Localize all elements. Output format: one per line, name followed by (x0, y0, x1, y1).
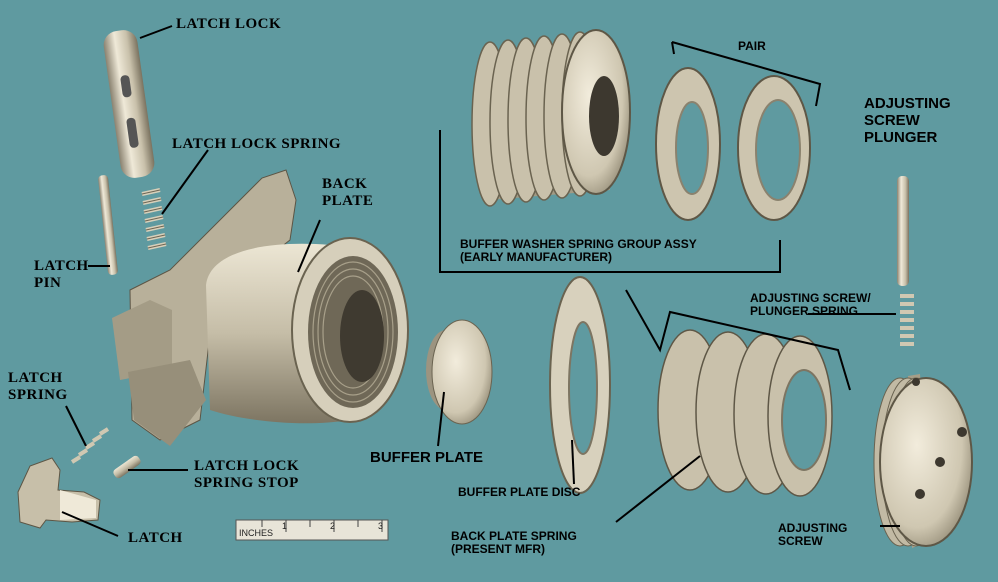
latch-spring-part (70, 427, 110, 464)
label-back-plate-line1: BACK (322, 176, 368, 192)
buffer-washer-spring-group-part (471, 29, 631, 207)
label-latch-lock-spring: LATCH LOCK SPRING (172, 136, 342, 152)
label-latch-pin-line1: LATCH (34, 258, 89, 274)
label-back-plate: BACK PLATE (322, 176, 373, 210)
label-adjusting-screw-plunger-spring: ADJUSTING SCREW/ PLUNGER SPRING (750, 291, 871, 319)
label-back-plate-spring-line1: BACK PLATE SPRING (451, 529, 577, 543)
leader-lines (61, 25, 900, 537)
label-latch-lock-spring-stop: LATCH LOCK SPRING STOP (194, 458, 299, 492)
plunger-spring-part (900, 294, 914, 346)
back-plate-spring-part (657, 329, 833, 497)
latch-lock-part (103, 30, 155, 178)
label-buffer-washer-spring-group: BUFFER WASHER SPRING GROUP ASSY (EARLY M… (460, 237, 697, 265)
latch-part (17, 457, 101, 529)
label-buffer-plate: BUFFER PLATE (370, 449, 484, 466)
buffer-plate-disc-part (549, 276, 611, 494)
label-adjusting-screw-line1: ADJUSTING (778, 521, 848, 535)
label-adjusting-screw-plunger-line2: SCREW (864, 111, 920, 129)
label-latch-lock: LATCH LOCK (176, 16, 282, 32)
label-latch-spring-line1: LATCH (8, 370, 63, 386)
latch-lock-spring-stop-part (113, 455, 141, 479)
ruler-unit-label: INCHES (239, 528, 274, 538)
adjusting-screw-part (873, 374, 973, 548)
label-adjusting-screw: ADJUSTING SCREW (778, 521, 848, 549)
ruler-tick-3: 3 (378, 521, 384, 531)
ruler-tick-1: 1 (282, 521, 288, 531)
label-latch-spring: LATCH SPRING (8, 370, 68, 404)
label-latch-pin: LATCH PIN (34, 258, 89, 292)
label-back-plate-line2: PLATE (322, 192, 374, 209)
latch-lock-spring-part (141, 188, 167, 250)
ruler-tick-2: 2 (330, 521, 336, 531)
label-adjusting-screw-plunger-spring-line2: PLUNGER SPRING (750, 304, 859, 319)
label-adjusting-screw-plunger-line3: PLUNGER (864, 128, 938, 146)
back-plate-part (112, 169, 409, 446)
label-adjusting-screw-plunger-spring-line1: ADJUSTING SCREW/ (750, 291, 871, 305)
pair-washers-part (655, 67, 811, 221)
label-latch-pin-line2: PIN (34, 274, 62, 291)
latch-pin-part (98, 175, 118, 275)
label-pair: PAIR (738, 39, 766, 53)
label-latch: LATCH (128, 530, 183, 546)
label-latch-lock-spring-stop-line1: LATCH LOCK (194, 458, 300, 474)
label-back-plate-spring: BACK PLATE SPRING (PRESENT MFR) (451, 529, 577, 557)
label-adjusting-screw-plunger-line1: ADJUSTING (864, 95, 951, 112)
label-buffer-washer-spring-group-line1: BUFFER WASHER SPRING GROUP ASSY (460, 237, 697, 251)
label-adjusting-screw-plunger: ADJUSTING SCREW PLUNGER (864, 95, 951, 146)
label-buffer-washer-spring-group-line2: (EARLY MANUFACTURER) (460, 250, 613, 265)
label-back-plate-spring-line2: (PRESENT MFR) (451, 542, 545, 557)
buffer-plate-part (426, 319, 493, 425)
label-latch-lock-spring-stop-line2: SPRING STOP (194, 474, 299, 491)
label-adjusting-screw-line2: SCREW (778, 534, 823, 549)
label-latch-spring-line2: SPRING (8, 386, 68, 403)
inches-ruler (235, 519, 389, 541)
adjusting-screw-plunger-part (897, 176, 909, 286)
label-buffer-plate-disc: BUFFER PLATE DISC (458, 485, 581, 499)
